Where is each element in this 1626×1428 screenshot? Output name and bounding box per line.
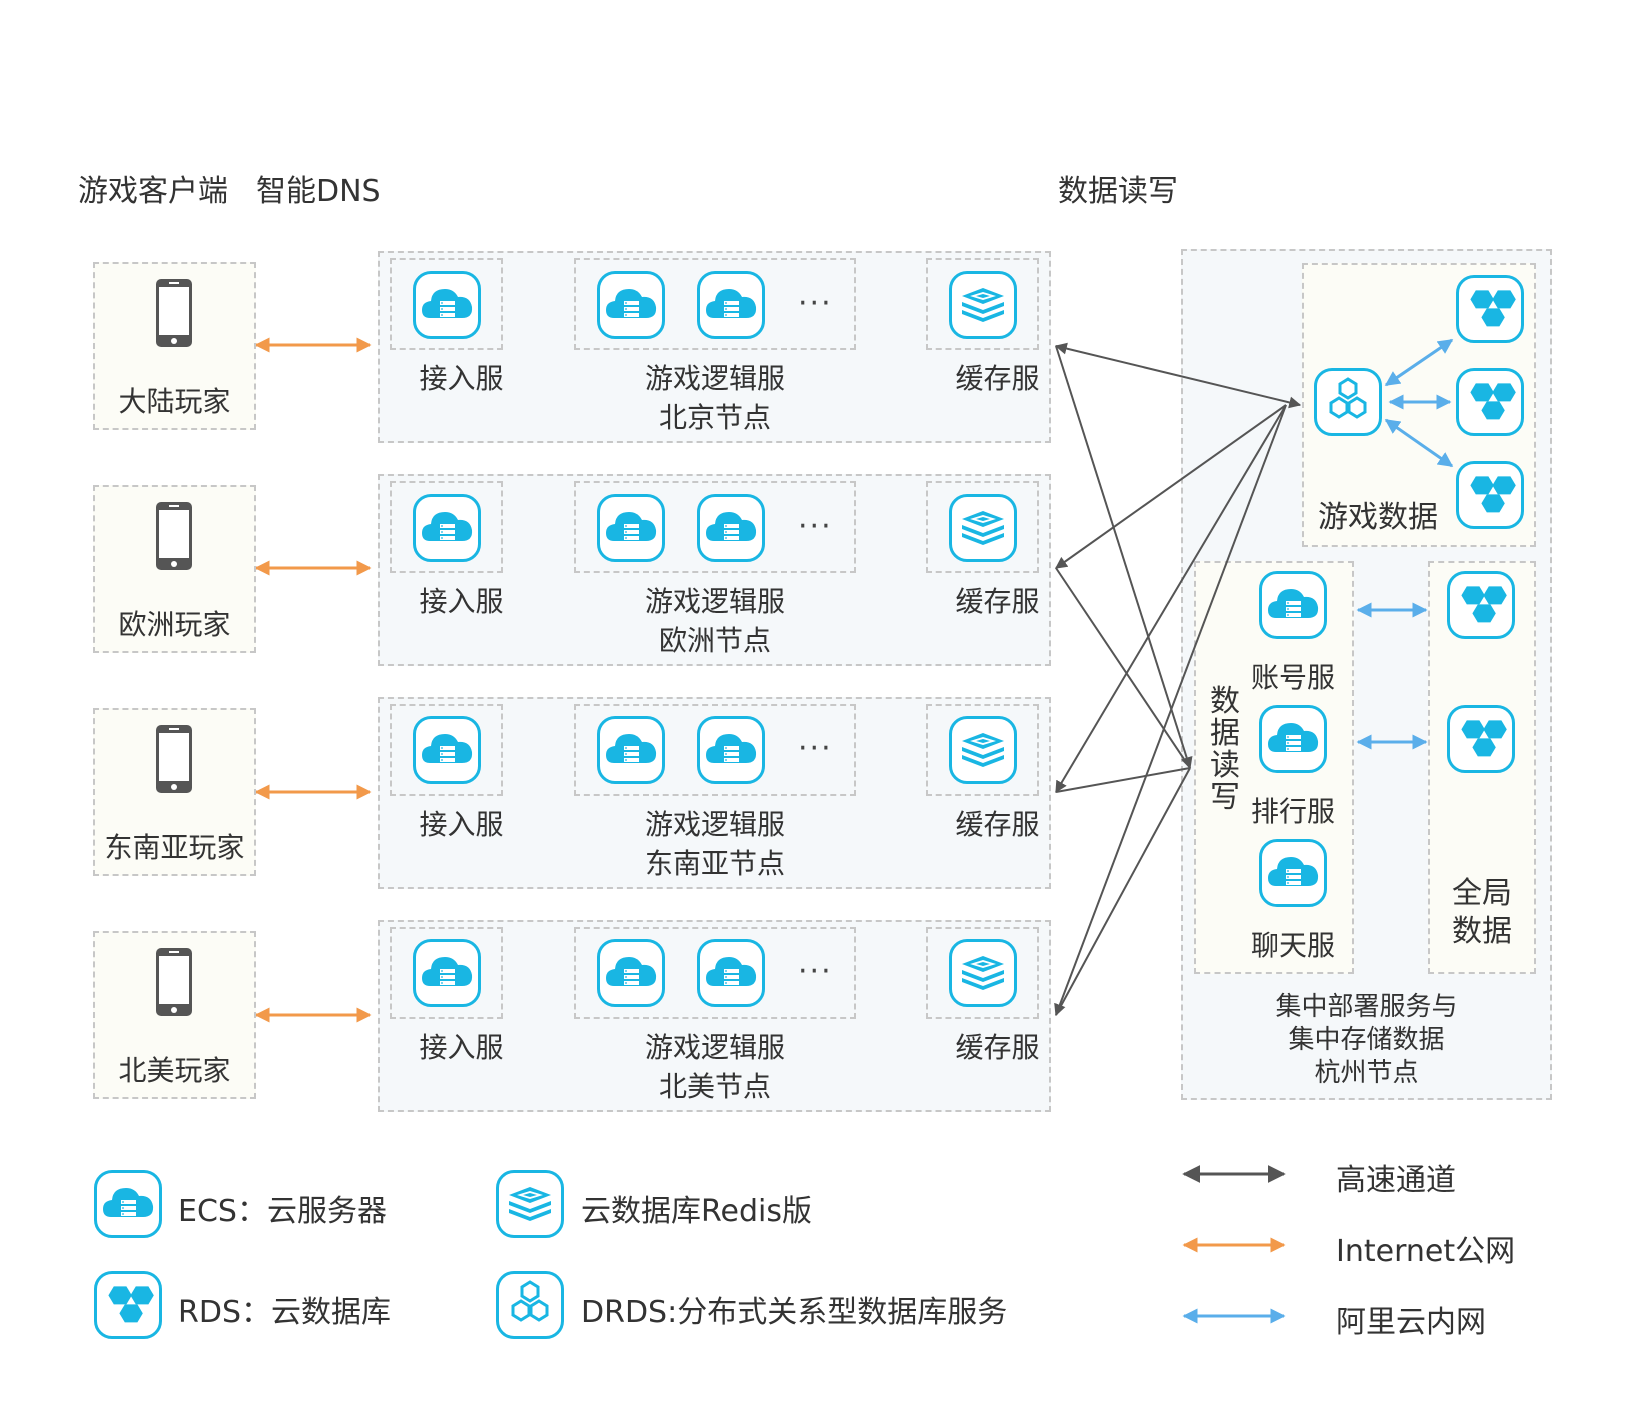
dns-title: 智能DNS — [256, 174, 381, 209]
chat-label: 聊天服 — [1250, 929, 1335, 962]
rds-icon — [1456, 368, 1524, 436]
phone-icon — [154, 946, 194, 1018]
highspeed-lines — [1054, 342, 1302, 1183]
redis-icon — [949, 271, 1017, 339]
client-title: 游戏客户端 — [78, 174, 228, 209]
access-label: 接入服 — [419, 808, 504, 841]
phone-icon — [154, 500, 194, 572]
redis-icon — [949, 939, 1017, 1007]
ecs-icon — [1259, 839, 1327, 907]
legend-highspeed-label: 高速通道 — [1336, 1163, 1456, 1198]
ellipsis: ··· — [798, 509, 833, 544]
ecs-icon — [597, 939, 665, 1007]
internet-arrows — [254, 337, 372, 1023]
node-label: 北美节点 — [658, 1070, 771, 1103]
ecs-icon — [597, 494, 665, 562]
ecs-icon — [413, 939, 481, 1007]
rank-label: 排行服 — [1250, 795, 1335, 828]
ecs-icon — [1259, 705, 1327, 773]
rds-icon — [1447, 705, 1515, 773]
ecs-icon — [597, 716, 665, 784]
redis-icon — [949, 494, 1017, 562]
legend-intranet-label: 阿里云内网 — [1336, 1305, 1486, 1340]
ecs-icon — [1259, 571, 1327, 639]
cache-label: 缓存服 — [955, 362, 1040, 395]
ecs-icon — [413, 271, 481, 339]
rds-icon — [94, 1271, 162, 1339]
access-label: 接入服 — [419, 585, 504, 618]
legend-internet-label: Internet公网 — [1336, 1234, 1516, 1269]
logic-label: 游戏逻辑服 — [644, 808, 785, 841]
global-data-label-2: 数据 — [1452, 914, 1512, 949]
logic-label: 游戏逻辑服 — [644, 362, 785, 395]
player-label: 大陆玩家 — [118, 385, 231, 418]
rw-title: 数据读写 — [1058, 174, 1178, 209]
node-label: 北京节点 — [658, 401, 771, 434]
drds-icon — [1314, 368, 1382, 436]
rds-icon — [1456, 461, 1524, 529]
account-label: 账号服 — [1250, 661, 1335, 694]
ecs-icon — [94, 1170, 162, 1238]
cache-label: 缓存服 — [955, 585, 1040, 618]
cache-label: 缓存服 — [955, 808, 1040, 841]
node-label: 欧洲节点 — [658, 624, 771, 657]
ecs-icon — [413, 494, 481, 562]
access-label: 接入服 — [419, 362, 504, 395]
rw-vertical-label: 数据读写 — [1210, 684, 1240, 815]
central-caption-1: 集中部署服务与 — [1275, 992, 1458, 1022]
legend-redis-label: 云数据库Redis版 — [581, 1194, 812, 1229]
node-label: 东南亚节点 — [644, 847, 785, 880]
logic-label: 游戏逻辑服 — [644, 585, 785, 618]
rds-icon — [1456, 275, 1524, 343]
player-label: 欧洲玩家 — [118, 608, 231, 641]
ecs-icon — [697, 716, 765, 784]
ellipsis: ··· — [798, 286, 833, 321]
global-data-label-1: 全局 — [1452, 876, 1512, 911]
ecs-icon — [697, 939, 765, 1007]
legend-rds-label: RDS：云数据库 — [178, 1295, 391, 1330]
ellipsis: ··· — [798, 731, 833, 766]
ecs-icon — [697, 271, 765, 339]
ecs-icon — [597, 271, 665, 339]
game-data-label: 游戏数据 — [1318, 500, 1438, 535]
ecs-icon — [697, 494, 765, 562]
cache-label: 缓存服 — [955, 1031, 1040, 1064]
access-label: 接入服 — [419, 1031, 504, 1064]
phone-icon — [154, 277, 194, 349]
player-label: 北美玩家 — [118, 1054, 231, 1087]
legend-drds-label: DRDS:分布式关系型数据库服务 — [581, 1295, 1008, 1330]
drds-icon — [496, 1271, 564, 1339]
ellipsis: ··· — [798, 954, 833, 989]
redis-icon — [949, 716, 1017, 784]
central-caption-3: 杭州节点 — [1314, 1058, 1419, 1088]
ecs-icon — [413, 716, 481, 784]
phone-icon — [154, 723, 194, 795]
logic-label: 游戏逻辑服 — [644, 1031, 785, 1064]
central-caption-2: 集中存储数据 — [1288, 1025, 1445, 1055]
legend-ecs-label: ECS：云服务器 — [178, 1194, 387, 1229]
rds-icon — [1447, 571, 1515, 639]
redis-icon — [496, 1170, 564, 1238]
player-label: 东南亚玩家 — [104, 831, 245, 864]
